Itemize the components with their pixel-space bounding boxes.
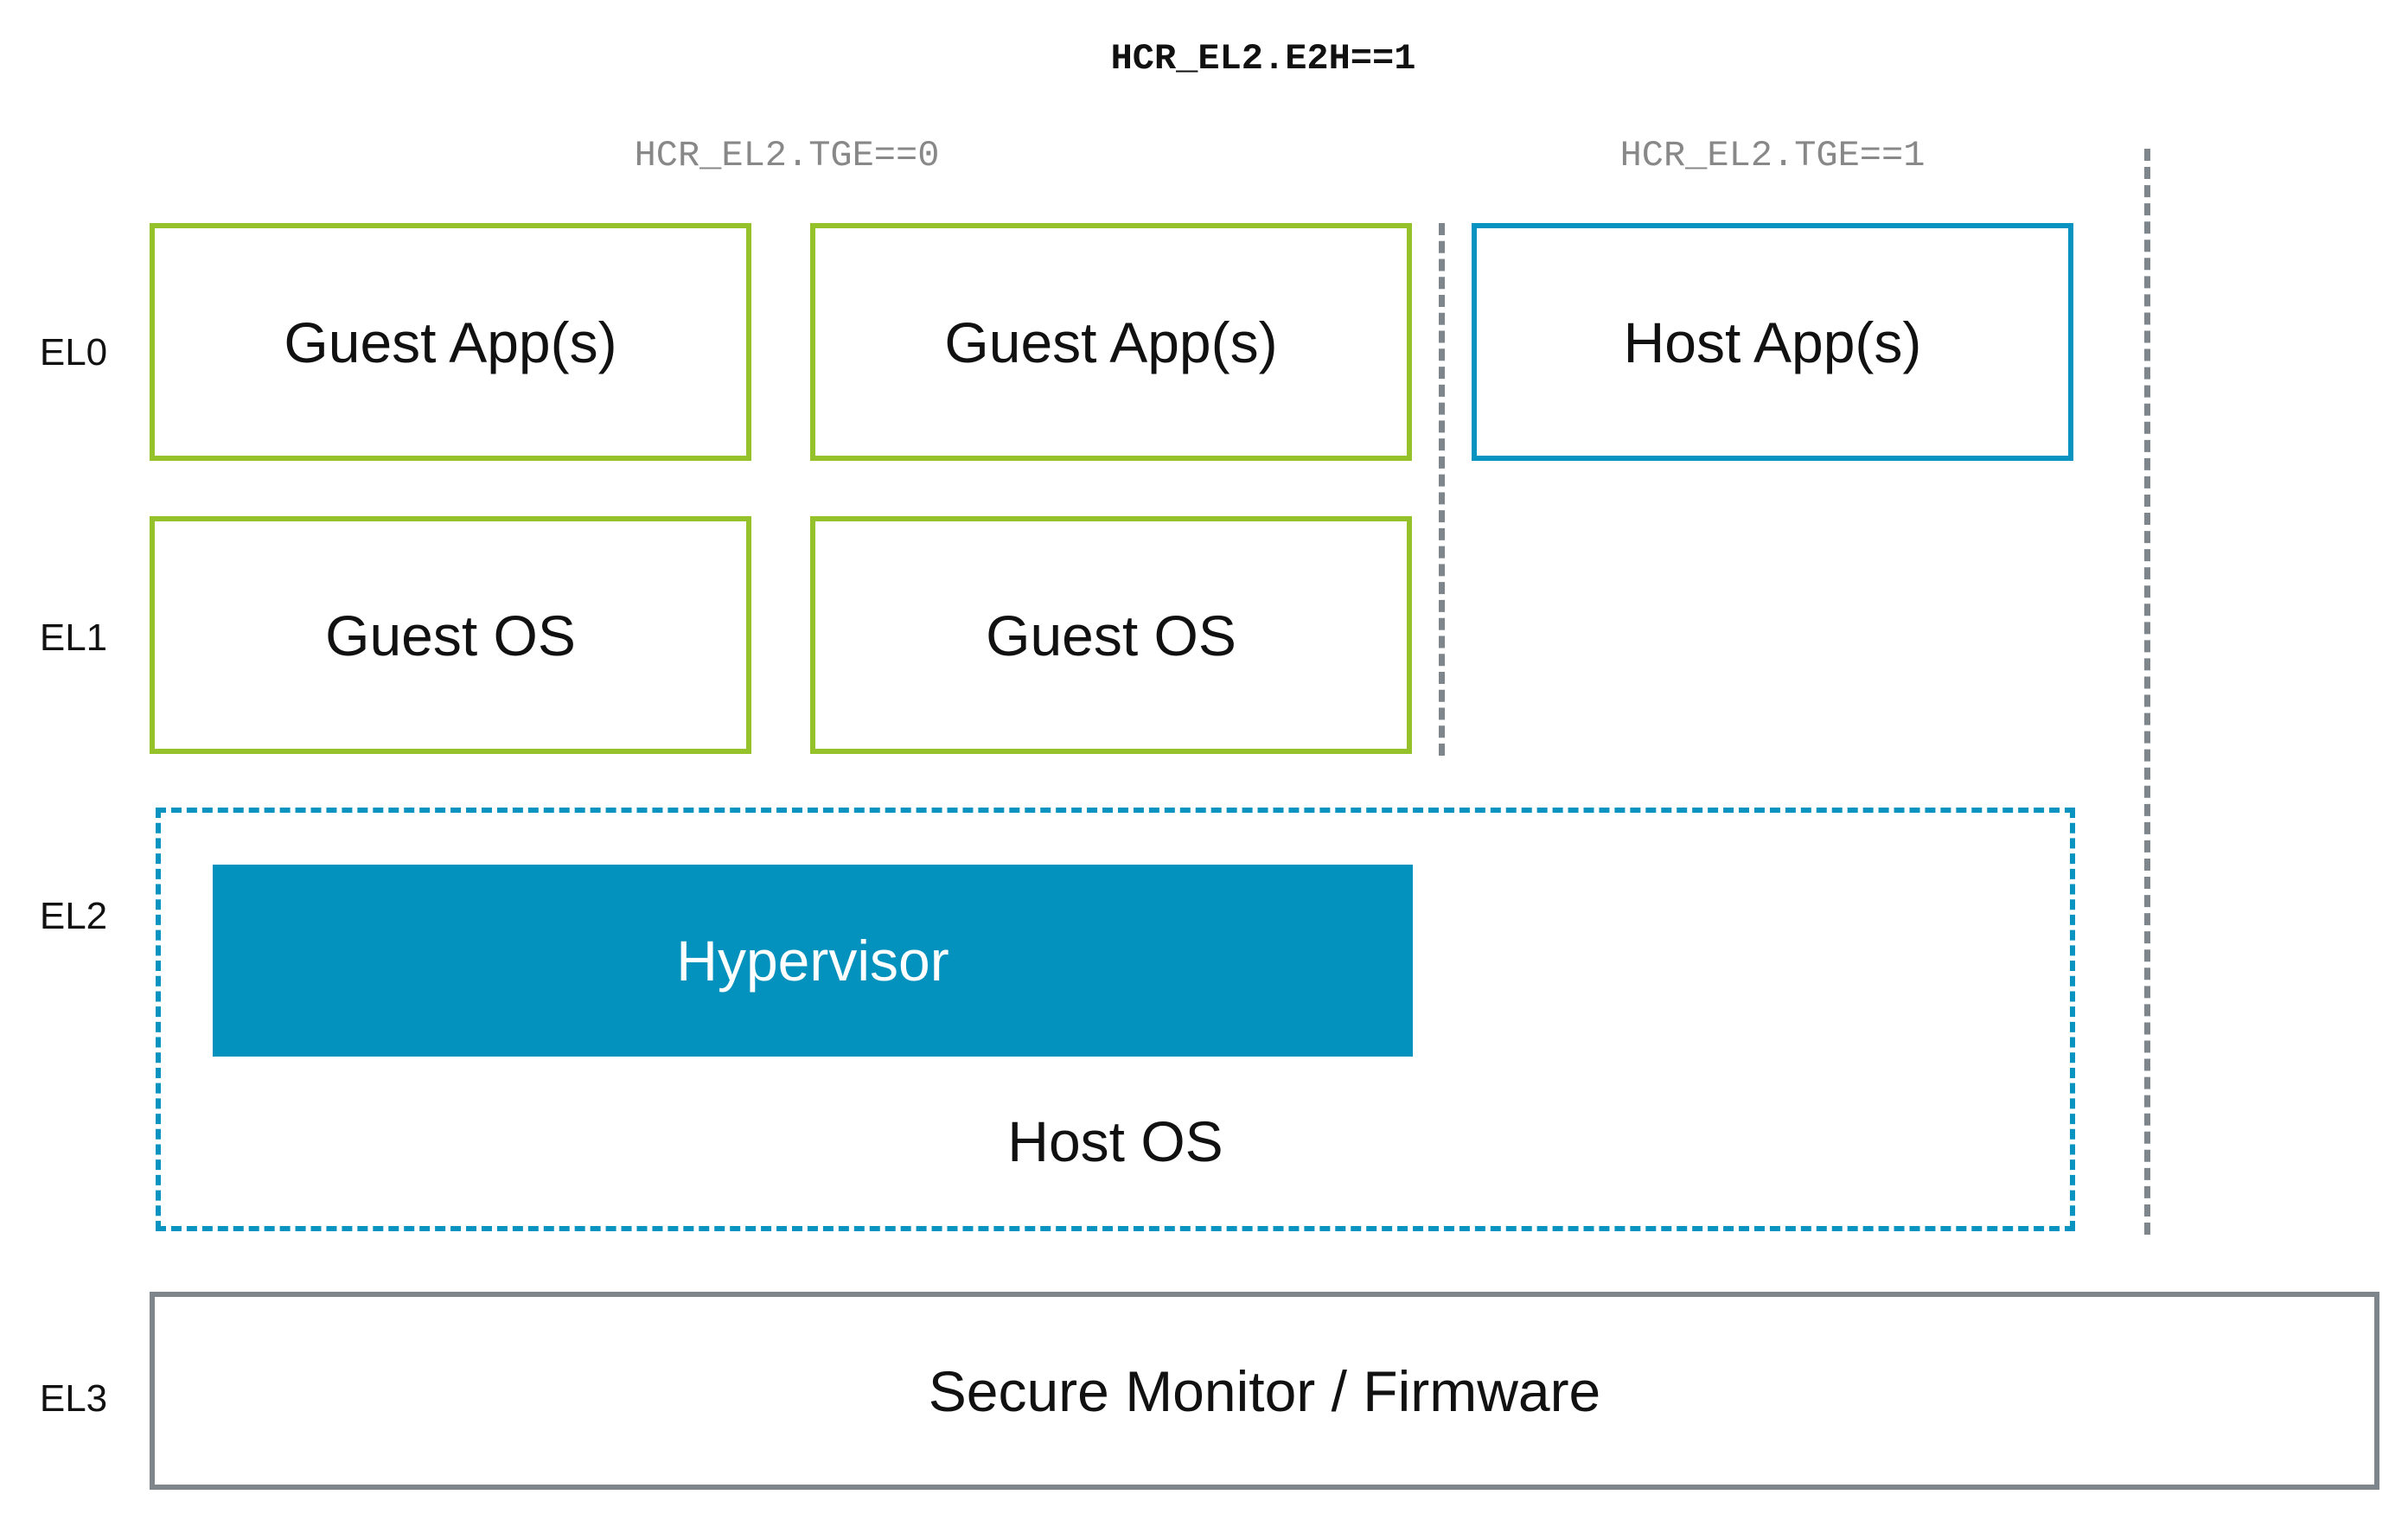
level-label-el0: EL0 — [39, 331, 108, 374]
guest-os-label-2: Guest OS — [986, 603, 1236, 667]
guest-app-label-2: Guest App(s) — [944, 310, 1278, 374]
host-app-label: Host App(s) — [1623, 310, 1922, 374]
guest-os-box-1: Guest OS — [150, 516, 751, 754]
level-label-el2: EL2 — [39, 895, 108, 937]
diagram-title: HCR_EL2.E2H==1 — [1110, 38, 1416, 80]
guest-os-box-2: Guest OS — [810, 516, 1412, 754]
secure-monitor-label: Secure Monitor / Firmware — [928, 1358, 1601, 1423]
level-label-el1: EL1 — [39, 616, 108, 659]
tge0-label: HCR_EL2.TGE==0 — [634, 135, 940, 176]
tge-divider-line — [1439, 223, 1445, 756]
hypervisor-box: Hypervisor — [213, 865, 1413, 1057]
level-label-el3: EL3 — [39, 1377, 108, 1420]
host-app-box: Host App(s) — [1472, 223, 2073, 461]
secure-monitor-box: Secure Monitor / Firmware — [150, 1292, 2379, 1490]
guest-app-box-2: Guest App(s) — [810, 223, 1412, 461]
hypervisor-label: Hypervisor — [676, 929, 949, 993]
guest-app-label-1: Guest App(s) — [284, 310, 617, 374]
guest-os-label-1: Guest OS — [325, 603, 576, 667]
guest-app-box-1: Guest App(s) — [150, 223, 751, 461]
host-os-label: Host OS — [1007, 1109, 1223, 1173]
e2h-divider-line — [2144, 149, 2150, 1235]
tge1-label: HCR_EL2.TGE==1 — [1619, 135, 1926, 176]
